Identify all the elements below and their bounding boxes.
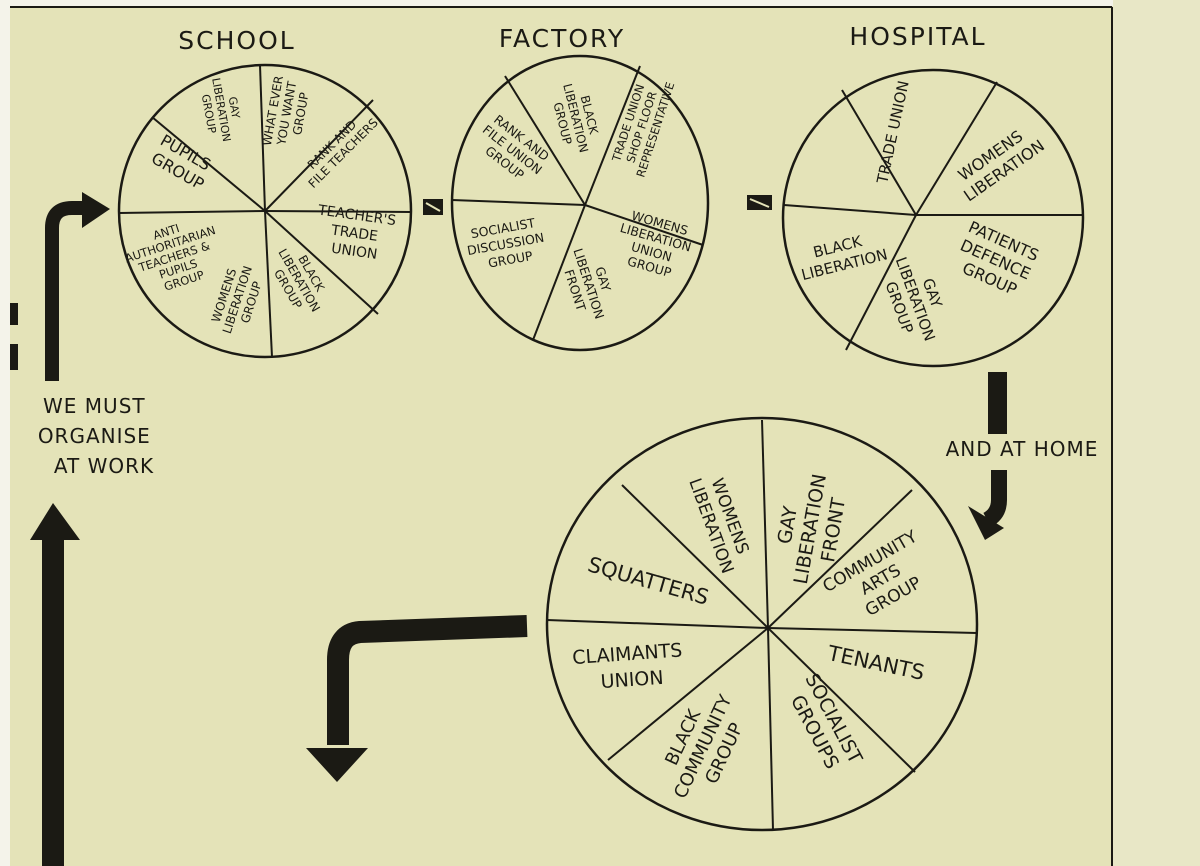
factory-divider — [504, 75, 586, 206]
home-divider — [767, 627, 978, 634]
home-arrow-head — [968, 506, 1004, 540]
factory-title: FACTORY — [499, 24, 625, 53]
hospital-down-arrow — [988, 372, 1007, 434]
school-divider — [264, 210, 273, 358]
factory-divider — [584, 65, 641, 206]
hospital-divider — [783, 204, 917, 216]
school-divider — [264, 210, 379, 315]
school-divider — [118, 210, 266, 214]
home-divider — [761, 419, 769, 629]
home-circle: GAY LIBERATION FRONT COMMUNITY ARTS GROU… — [545, 416, 979, 832]
return-arrow-head — [306, 748, 368, 782]
home-circle-outline — [545, 416, 979, 832]
hospital-title: HOSPITAL — [849, 22, 986, 51]
hospital-down-arrow-shaft — [988, 372, 1007, 434]
school-divider — [151, 116, 266, 212]
home-divider — [546, 619, 769, 629]
up-arrow-bottom-head — [30, 503, 80, 540]
top-page-edge — [0, 0, 1200, 6]
connector-line — [425, 202, 441, 212]
return-arrow — [306, 615, 528, 782]
factory-dividers — [451, 65, 704, 341]
hospital-circle-outline — [781, 68, 1085, 368]
school-divider — [264, 99, 374, 212]
hospital-divider — [845, 214, 917, 351]
up-arrow-top-head — [82, 192, 110, 228]
home-divider — [621, 484, 769, 629]
up-arrow-top — [45, 192, 110, 381]
factory-circle-outline — [450, 54, 710, 352]
home-arrow-shaft — [983, 470, 1007, 528]
home-divider — [607, 627, 769, 761]
home-caption: AND AT HOME — [946, 437, 1099, 461]
connector-line — [749, 198, 770, 208]
up-arrow-top-shaft — [45, 201, 91, 381]
return-arrow-shaft — [327, 615, 528, 745]
organise-caption: WE MUST ORGANISE AT WORK — [38, 394, 158, 478]
home-arrow — [968, 470, 1007, 540]
school-divider — [264, 210, 412, 213]
right-margin — [1113, 0, 1200, 866]
school-dividers — [118, 64, 412, 358]
left-edge-marks — [10, 303, 18, 370]
left-page-edge — [0, 0, 10, 866]
hospital-segment-label: BLACK LIBERATION — [795, 227, 889, 284]
factory-divider — [451, 199, 586, 206]
school-divider — [259, 64, 266, 212]
school-segment-label: WOMENS LIBERATION GROUP — [207, 256, 270, 340]
factory-hospital-connector — [747, 195, 772, 210]
up-arrow-bottom — [30, 503, 80, 866]
factory-segment-label: WOMENS LIBERATION UNION GROUP — [610, 206, 701, 285]
home-divider — [767, 627, 916, 773]
home-dividers — [546, 419, 978, 831]
factory-divider — [584, 204, 704, 246]
hospital-divider — [915, 81, 998, 216]
up-arrow-bottom-shaft — [42, 535, 64, 866]
home-divider — [767, 627, 774, 831]
factory-divider — [532, 204, 586, 341]
school-factory-connector — [423, 199, 443, 215]
home-divider — [767, 489, 913, 629]
hospital-dividers — [783, 81, 1083, 351]
edge-mark — [10, 344, 18, 370]
edge-mark — [10, 303, 18, 325]
school-title: SCHOOL — [178, 26, 295, 55]
hospital-divider — [841, 89, 917, 216]
